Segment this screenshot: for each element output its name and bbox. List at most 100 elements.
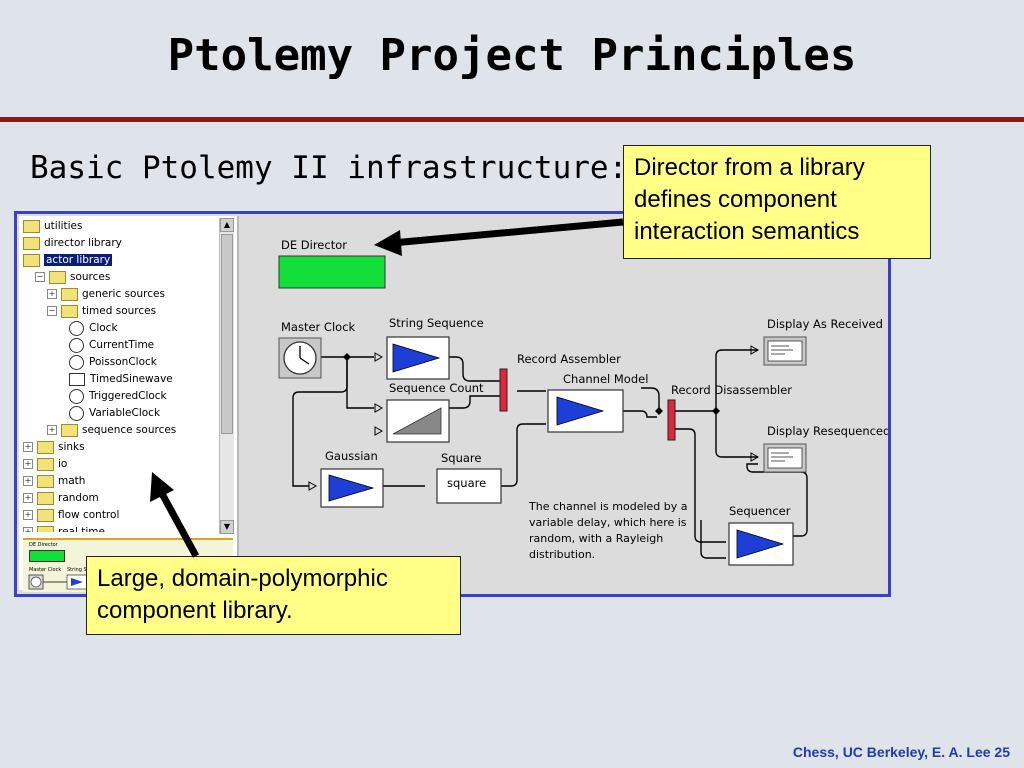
tree-item[interactable]: PoissonClock — [69, 354, 157, 371]
footer-credit: Chess, UC Berkeley, E. A. Lee 25 — [792, 744, 1010, 760]
master-clock-label: Master Clock — [281, 320, 356, 334]
expand-icon[interactable]: + — [23, 476, 33, 486]
library-tree: utilities director library actor library − s… — [23, 216, 219, 532]
tree-item-label: sinks — [58, 441, 85, 453]
sequence-count-label: Sequence Count — [389, 381, 484, 395]
channel-model-label: Channel Model — [563, 372, 649, 386]
tree-item[interactable]: + random — [23, 490, 99, 507]
collapse-icon[interactable]: − — [35, 272, 45, 282]
tree-item-label: flow control — [58, 509, 120, 521]
folder-icon — [37, 474, 54, 488]
tree-item[interactable]: director library — [23, 235, 122, 252]
tree-item[interactable]: Clock — [69, 320, 118, 337]
tree-item-label: sequence sources — [82, 424, 177, 436]
folder-icon — [49, 270, 66, 284]
collapse-icon[interactable]: − — [47, 306, 57, 316]
mini-director-label: DE Director — [29, 542, 58, 548]
tree-item-label: sources — [70, 271, 111, 283]
tree-item-label: real time — [58, 526, 105, 532]
square-box-text: square — [447, 476, 487, 490]
expand-icon[interactable]: + — [47, 289, 57, 299]
tree-item[interactable]: CurrentTime — [69, 337, 154, 354]
library-scrollbar[interactable]: ▲ ▼ — [219, 218, 234, 534]
folder-icon — [37, 491, 54, 505]
tree-item[interactable]: + flow control — [23, 507, 119, 524]
tree-item-label: io — [58, 458, 68, 470]
folder-icon — [23, 236, 40, 250]
mini-string-label: String Seq — [67, 567, 93, 573]
director-callout: Director from a library defines componen… — [623, 145, 931, 259]
tree-item[interactable]: − timed sources — [47, 303, 156, 320]
scroll-down-icon[interactable]: ▼ — [220, 520, 234, 534]
tree-item[interactable]: actor library — [23, 252, 113, 269]
tree-item[interactable]: + sequence sources — [47, 422, 176, 439]
folder-icon — [61, 423, 78, 437]
tree-item-label: generic sources — [82, 288, 165, 300]
channel-note: The channel is modeled by a variable del… — [529, 500, 688, 561]
tree-item-label: actor library — [44, 254, 113, 266]
tree-item[interactable]: utilities — [23, 218, 83, 235]
title-rule — [0, 117, 1024, 122]
slide-title: Ptolemy Project Principles — [167, 30, 857, 81]
sequencer-label: Sequencer — [729, 504, 791, 518]
slide-subtitle: Basic Ptolemy II infrastructure: — [30, 150, 628, 186]
expand-icon[interactable]: + — [23, 442, 33, 452]
mini-diagram-icon — [28, 574, 117, 590]
tree-item[interactable]: + generic sources — [47, 286, 165, 303]
scroll-up-icon[interactable]: ▲ — [220, 218, 234, 232]
record-assembler-label: Record Assembler — [517, 352, 621, 366]
diagram-graphics — [278, 255, 808, 566]
library-callout: Large, domain-polymorphic component libr… — [86, 556, 461, 635]
tree-item-label: math — [58, 475, 86, 487]
mini-clock-label: Master Clock — [29, 567, 62, 573]
record-disassembler-label: Record Disassembler — [671, 383, 793, 397]
expand-icon[interactable]: + — [23, 493, 33, 503]
folder-icon — [23, 253, 40, 267]
tree-item-label: random — [58, 492, 99, 504]
mini-director-block — [29, 550, 65, 562]
expand-icon[interactable]: + — [23, 527, 33, 532]
tree-item[interactable]: + sinks — [23, 439, 85, 456]
scroll-thumb[interactable] — [221, 234, 233, 434]
tree-item[interactable]: + real time — [23, 524, 105, 532]
clock-icon — [69, 320, 84, 336]
tree-item-label: TriggeredClock — [89, 390, 167, 402]
tree-item-label: timed sources — [82, 305, 157, 317]
square-label: Square — [441, 451, 482, 465]
tree-item[interactable]: + math — [23, 473, 85, 490]
clock-icon — [69, 337, 84, 353]
clock-icon — [69, 405, 84, 421]
model-canvas[interactable]: DE Director Master Clock String Sequence… — [241, 216, 888, 590]
clock-icon — [69, 354, 84, 370]
folder-icon — [37, 457, 54, 471]
expand-icon[interactable]: + — [23, 510, 33, 520]
tree-item-label: CurrentTime — [89, 339, 155, 351]
tree-item[interactable]: TriggeredClock — [69, 388, 167, 405]
folder-icon — [61, 304, 78, 318]
de-director-label: DE Director — [281, 238, 347, 252]
tree-item-label: PoissonClock — [89, 356, 157, 368]
component-library-panel: utilities director library actor library − s… — [19, 216, 239, 592]
tree-item[interactable]: + io — [23, 456, 67, 473]
folder-icon — [23, 219, 40, 233]
expand-icon[interactable]: + — [47, 425, 57, 435]
actor-icon — [69, 372, 85, 386]
gaussian-label: Gaussian — [325, 449, 378, 463]
tree-item-label: TimedSinewave — [90, 373, 173, 385]
folder-icon — [37, 525, 54, 532]
tree-item-label: Clock — [89, 322, 118, 334]
tree-item-label: VariableClock — [89, 407, 161, 419]
tree-item-label: utilities — [44, 220, 83, 232]
tree-item-label: director library — [44, 237, 122, 249]
tree-item[interactable]: TimedSinewave — [69, 371, 173, 388]
folder-icon — [37, 440, 54, 454]
folder-icon — [37, 508, 54, 522]
display-resequenced-label: Display Resequenced — [767, 424, 891, 438]
string-sequence-label: String Sequence — [389, 316, 484, 330]
tree-item[interactable]: − sources — [35, 269, 110, 286]
display-as-received-label: Display As Received — [767, 317, 883, 331]
tree-item[interactable]: VariableClock — [69, 405, 160, 422]
expand-icon[interactable]: + — [23, 459, 33, 469]
folder-icon — [61, 287, 78, 301]
clock-icon — [69, 388, 84, 404]
